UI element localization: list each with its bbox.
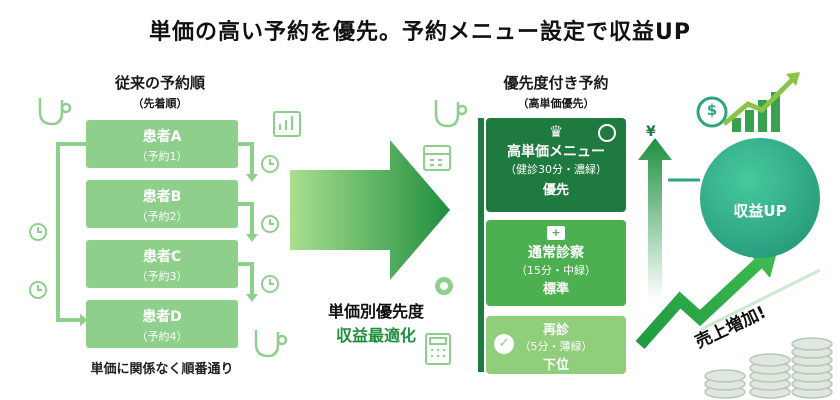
connector-b-c xyxy=(238,202,254,238)
patient-name: 患者B xyxy=(142,189,182,205)
connector-arrowhead-3 xyxy=(246,294,258,302)
tier-rank: 優先 xyxy=(542,183,569,198)
calculator-icon xyxy=(425,333,451,365)
tier-high-value: ♛ 高単価メニュー （健診30分・濃緑） 優先 xyxy=(486,118,626,212)
tier-title: 高単価メニュー xyxy=(507,144,605,160)
tier-detail: （5分・薄緑） xyxy=(519,340,593,353)
middle-label-2: 収益最適化 xyxy=(335,326,416,345)
middle-label-1: 単価別優先度 xyxy=(327,302,424,321)
flow-connectors xyxy=(56,142,254,322)
tier-title: 再診 xyxy=(542,323,569,338)
left-heading-group: 従来の予約順 （先着順） xyxy=(60,72,260,111)
revenue-up-label: 収益UP xyxy=(733,202,787,220)
right-heading: 優先度付き予約 xyxy=(503,74,609,92)
clock-icon xyxy=(29,155,279,299)
yen-icon: ¥ xyxy=(646,124,656,140)
rising-bars-icon xyxy=(732,92,780,132)
patient-box-c: 患者C （予約3） xyxy=(86,240,238,288)
medical-kit-icon: + xyxy=(547,226,565,240)
calendar-icon xyxy=(423,145,451,171)
left-footer-note: 単価に関係なく順番通り xyxy=(90,362,234,377)
patient-name: 患者A xyxy=(142,129,182,145)
connector-arrowhead-4 xyxy=(80,314,88,326)
patient-note: （予約4） xyxy=(136,330,188,343)
tier-detail: （15分・中緑） xyxy=(516,264,596,277)
left-subheading: （先着順） xyxy=(132,97,188,110)
check-icon: ✓ xyxy=(494,334,514,354)
patient-box-d: 患者D （予約4） xyxy=(86,300,238,348)
dollar-icon xyxy=(696,96,728,128)
patient-name: 患者D xyxy=(142,309,182,325)
coin-stack-icon xyxy=(704,337,833,399)
priority-axis xyxy=(478,118,484,372)
right-heading-group: 優先度付き予約 （高単価優先） xyxy=(466,72,646,111)
connector-arrowhead-2 xyxy=(246,234,258,242)
connector-loop xyxy=(56,142,86,322)
patient-name: 患者C xyxy=(142,249,182,265)
right-subheading: （高単価優先） xyxy=(517,97,595,110)
patient-note: （予約2） xyxy=(136,210,188,223)
patient-box-a: 患者A （予約1） xyxy=(86,120,238,168)
tier-title: 通常診察 xyxy=(528,245,584,261)
main-arrow xyxy=(290,140,450,280)
bar-chart-icon xyxy=(273,111,301,137)
patient-box-b: 患者B （予約2） xyxy=(86,180,238,228)
connector-arrowhead-1 xyxy=(246,174,258,182)
page-title: 単価の高い予約を優先。予約メニュー設定で収益UP xyxy=(149,20,691,45)
dollar-glyph: $ xyxy=(706,101,718,119)
patient-note: （予約3） xyxy=(136,270,188,283)
trend-line-icon xyxy=(722,78,794,126)
crown-icon: ♛ xyxy=(548,122,564,141)
patient-note: （予約1） xyxy=(136,150,188,163)
tier-standard: + 通常診察 （15分・中緑） 標準 xyxy=(486,220,626,306)
sales-arrow xyxy=(635,257,765,349)
revenue-up-circle xyxy=(700,138,820,258)
connector-a-b xyxy=(238,142,254,178)
stethoscope-icon xyxy=(38,98,468,358)
connector-c-d xyxy=(238,262,254,298)
trend-arrowhead xyxy=(786,72,800,86)
faint-trend-icon xyxy=(699,268,821,332)
tier-rank: 標準 xyxy=(542,282,569,297)
gear-icon xyxy=(435,277,453,295)
left-heading: 従来の予約順 xyxy=(114,74,205,92)
up-arrow xyxy=(638,138,672,300)
tier-detail: （健診30分・濃緑） xyxy=(505,163,607,176)
clock-icon xyxy=(598,124,616,142)
tier-rank: 下位 xyxy=(542,358,569,373)
